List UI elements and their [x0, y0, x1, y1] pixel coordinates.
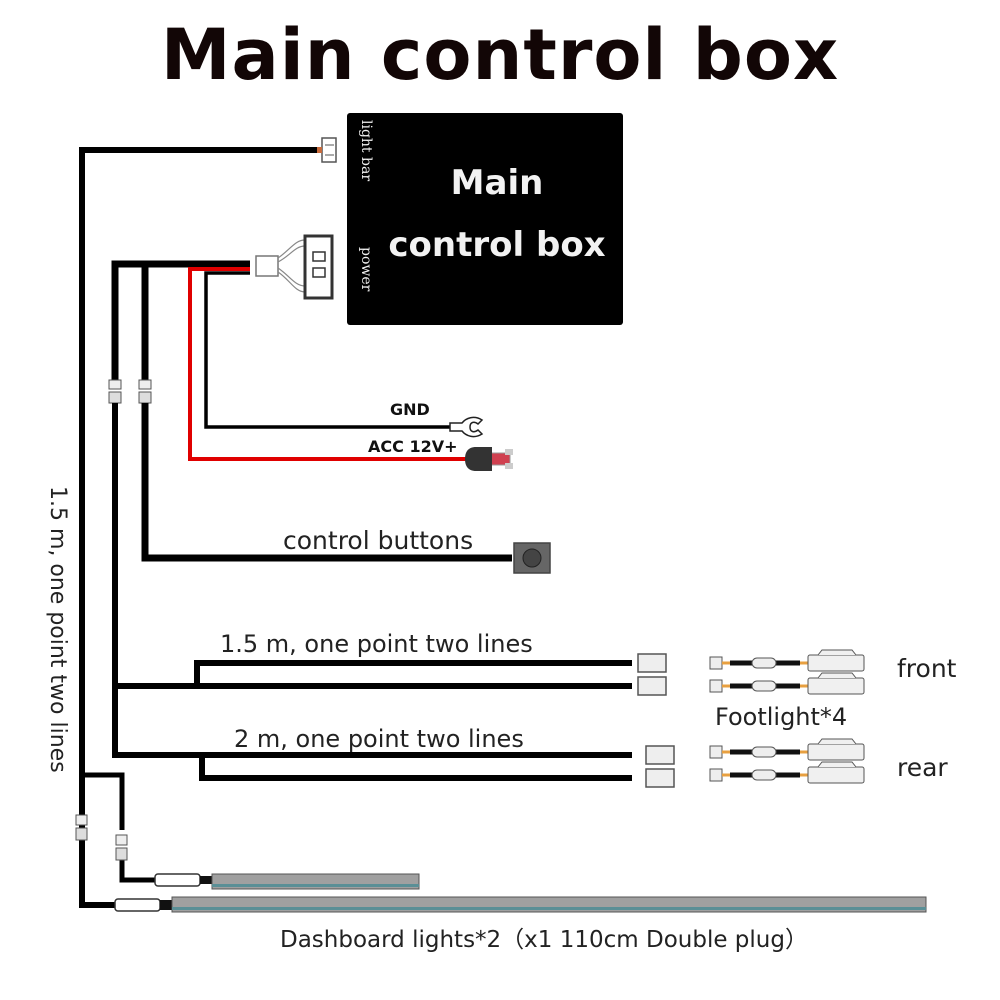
push-button-icon[interactable] — [513, 542, 551, 574]
page-title: Main control box — [160, 14, 840, 96]
fork-terminal-icon — [449, 416, 484, 438]
cable-end-connectors — [637, 653, 675, 788]
vertical-cable-label: 1.5 m, one point two lines — [45, 486, 70, 773]
footlight-module — [709, 649, 865, 672]
acc-label: ACC 12V+ — [368, 437, 458, 456]
acc-wire — [188, 267, 475, 461]
fuse-tap-icon — [465, 447, 513, 471]
control-buttons-cable — [141, 403, 512, 562]
port-label-light-bar: light bar — [358, 120, 374, 182]
footlight-label: Footlight*4 — [715, 703, 848, 731]
front-label: front — [897, 654, 957, 683]
rear-cable-label: 2 m, one point two lines — [234, 725, 524, 753]
light-bar-connector-icon — [317, 137, 337, 163]
main-control-box: Main control box — [347, 113, 623, 325]
footlight-module — [709, 738, 865, 761]
box-title-line2: control box — [388, 225, 606, 265]
light-bar-cable — [79, 147, 320, 908]
footlight-group — [709, 649, 865, 784]
box-title-line1: Main — [450, 163, 544, 203]
footlight-module — [709, 761, 865, 784]
dashboard-light-short — [154, 873, 420, 890]
dashboard-light-long — [114, 896, 927, 913]
gnd-wire — [204, 271, 450, 429]
port-label-power: power — [358, 247, 374, 292]
dashboard-lights-label: Dashboard lights*2（x1 110cm Double plug） — [280, 927, 808, 953]
rear-label: rear — [897, 753, 948, 782]
harness-plug-icon — [108, 379, 152, 404]
gnd-label: GND — [390, 400, 430, 419]
power-connector-icon — [255, 234, 334, 300]
dashboard-cable — [75, 772, 155, 883]
front-cable-label: 1.5 m, one point two lines — [220, 630, 533, 658]
footlight-trunk-cable — [112, 403, 632, 781]
control-buttons-label: control buttons — [283, 526, 474, 555]
power-harness-cable — [111, 260, 250, 380]
footlight-module — [709, 672, 865, 695]
